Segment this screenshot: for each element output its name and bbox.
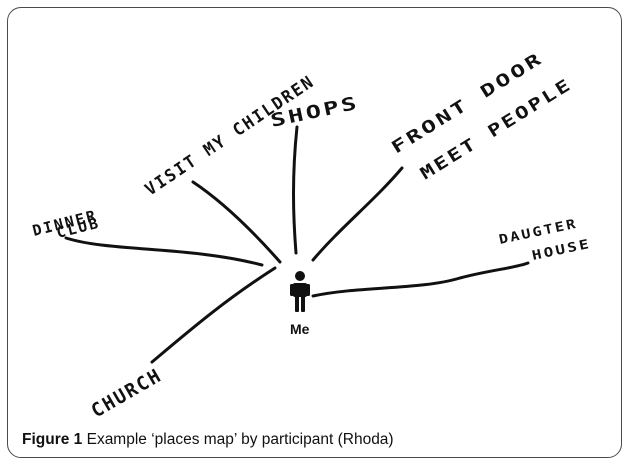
line-dinner-club: [64, 236, 264, 267]
line-daughter-house: [311, 261, 530, 298]
figure-frame: [7, 7, 622, 458]
place-label-house-line2: HOUSE: [531, 237, 593, 264]
place-label-visit-children: VISIT MY CHILDREN: [142, 72, 319, 200]
line-front-door: [311, 166, 404, 262]
place-label-church: CHURCH: [88, 364, 167, 422]
caption-text: Example ‘places map’ by participant (Rho…: [82, 431, 394, 448]
figure-caption: Figure 1 Example ‘places map’ by partici…: [22, 431, 394, 449]
person-icon: [290, 271, 310, 312]
me-label: Me: [290, 321, 310, 337]
line-visit-children: [191, 180, 282, 264]
figure-number: Figure 1: [22, 431, 83, 448]
line-shops: [292, 125, 299, 255]
line-church: [150, 266, 277, 364]
